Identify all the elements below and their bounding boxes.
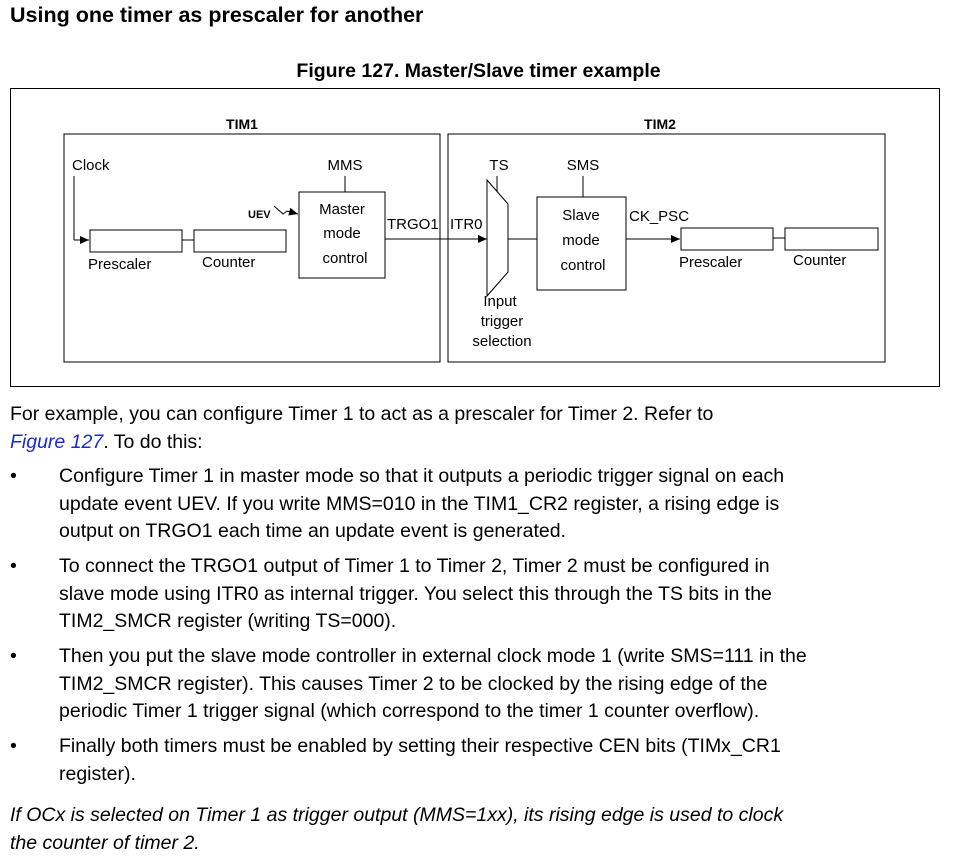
- bullet-line: periodic Timer 1 trigger signal (which c…: [59, 700, 760, 722]
- intro-text: For example, you can configure Timer 1 t…: [10, 403, 714, 425]
- input-label-line3: selection: [472, 333, 531, 350]
- bullet-marker: •: [10, 645, 17, 667]
- note-paragraph: If OCx is selected on Timer 1 as trigger…: [10, 802, 940, 857]
- tim2-counter-label: Counter: [793, 252, 846, 269]
- bullet-line: Finally both timers must be enabled by s…: [59, 735, 781, 757]
- master-mode-control-box: [298, 191, 386, 279]
- figure-link[interactable]: Figure 127: [10, 431, 104, 453]
- sms-label: SMS: [567, 157, 600, 174]
- uev-arrow: [273, 205, 299, 216]
- master-label-line3: control: [322, 250, 367, 267]
- slave-label-line1: Slave: [562, 207, 600, 224]
- intro-paragraph: For example, you can configure Timer 1 t…: [10, 400, 940, 456]
- section-heading: Using one timer as prescaler for another: [10, 3, 424, 27]
- tim2-block: [447, 133, 886, 363]
- figure-caption: Figure 127. Master/Slave timer example: [296, 60, 661, 82]
- figure-frame: [10, 88, 940, 387]
- tim2-prescaler-label: Prescaler: [679, 254, 742, 271]
- bullet-line: update event UEV. If you write MMS=010 i…: [59, 492, 780, 515]
- bullet-marker: •: [10, 465, 17, 487]
- tim1-prescaler-box: [89, 229, 183, 253]
- ck-psc-label: CK_PSC: [629, 208, 689, 225]
- bullet-line: slave mode using ITR0 as internal trigge…: [59, 582, 772, 605]
- uev-label: UEV: [248, 209, 271, 221]
- master-label-line2: mode: [323, 225, 361, 242]
- clock-label: Clock: [72, 157, 110, 174]
- input-label-line2: trigger: [481, 313, 524, 330]
- master-label-line1: Master: [319, 201, 365, 218]
- tim2-prescaler-box: [680, 227, 774, 251]
- bullet-line: register).: [59, 762, 136, 785]
- tim1-prescaler-label: Prescaler: [88, 256, 151, 273]
- bullet-line: Then you put the slave mode controller i…: [59, 645, 807, 667]
- master-slave-diagram: TIM1 TIM2 Clock Prescaler Counter UEV MM…: [10, 88, 940, 387]
- trgo1-label: TRGO1: [387, 216, 439, 233]
- ts-label: TS: [489, 157, 508, 174]
- slave-label-line3: control: [560, 257, 605, 274]
- note-line: If OCx is selected on Timer 1 as trigger…: [10, 804, 784, 826]
- bullet-line: To connect the TRGO1 output of Timer 1 t…: [59, 555, 770, 577]
- note-line: the counter of timer 2.: [10, 831, 200, 854]
- tim2-counter-box: [784, 227, 879, 251]
- bullet-marker: •: [10, 555, 17, 577]
- bullet-line: TIM2_SMCR register). This causes Timer 2…: [59, 672, 768, 695]
- bullet-line: output on TRGO1 each time an update even…: [59, 520, 566, 542]
- tim1-counter-box: [193, 229, 287, 253]
- input-label-line1: Input: [483, 293, 517, 310]
- intro-text-after: . To do this:: [103, 431, 203, 453]
- input-trigger-mux: [486, 178, 509, 298]
- bullet-marker: •: [10, 735, 17, 757]
- itr0-label: ITR0: [450, 216, 483, 233]
- tim1-counter-label: Counter: [202, 254, 255, 271]
- tim2-label: TIM2: [644, 116, 676, 132]
- tim1-block: [63, 133, 441, 363]
- mms-label: MMS: [328, 157, 363, 174]
- slave-mode-control-box: [536, 196, 627, 291]
- tim1-label: TIM1: [226, 116, 258, 132]
- bullet-line: Configure Timer 1 in master mode so that…: [59, 465, 785, 487]
- slave-label-line2: mode: [562, 232, 600, 249]
- bullet-line: TIM2_SMCR register (writing TS=000).: [59, 610, 397, 632]
